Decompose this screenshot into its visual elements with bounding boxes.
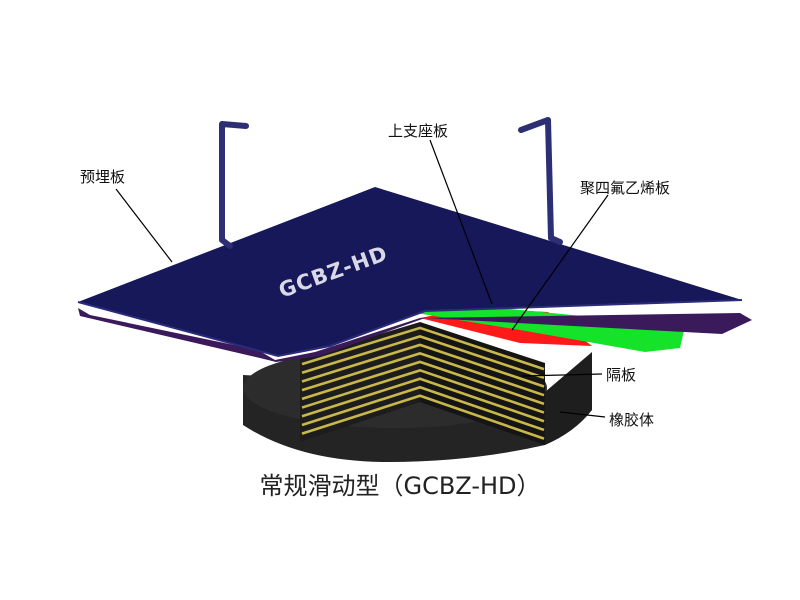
leader-embedded-plate — [115, 188, 173, 263]
label-partition-plate: 隔板 — [606, 366, 637, 384]
leader-upper-plate — [429, 139, 493, 305]
upper-plate — [78, 187, 742, 356]
upper-plate-rim — [77, 299, 743, 358]
label-embedded-plate: 预埋板 — [80, 168, 126, 186]
partition-layer — [301, 343, 545, 388]
partition-layer — [301, 377, 545, 423]
label-upper-plate: 上支座板 — [388, 122, 449, 140]
leader-ptfe-plate — [511, 194, 609, 331]
partition-layers — [301, 326, 545, 440]
anchor-bars — [219, 117, 563, 249]
leader-partition-plate — [521, 373, 603, 377]
anchor-bar-left — [219, 121, 249, 249]
leader-lines — [115, 139, 609, 418]
leader-rubber-body — [559, 411, 606, 418]
label-ptfe-plate: 聚四氟乙烯板 — [580, 179, 671, 197]
figure-caption: 常规滑动型（GCBZ-HD） — [259, 472, 541, 500]
label-rubber-body: 橡胶体 — [609, 411, 655, 429]
partition-layer — [301, 368, 545, 414]
partition-layer — [301, 352, 545, 397]
partition-layer — [301, 326, 545, 371]
partition-layer — [301, 394, 545, 440]
partition-layer — [301, 385, 545, 432]
ptfe-plate — [410, 305, 685, 352]
partition-layer — [301, 360, 545, 406]
partition-layer — [301, 335, 545, 380]
anchor-bar-right — [518, 117, 563, 245]
